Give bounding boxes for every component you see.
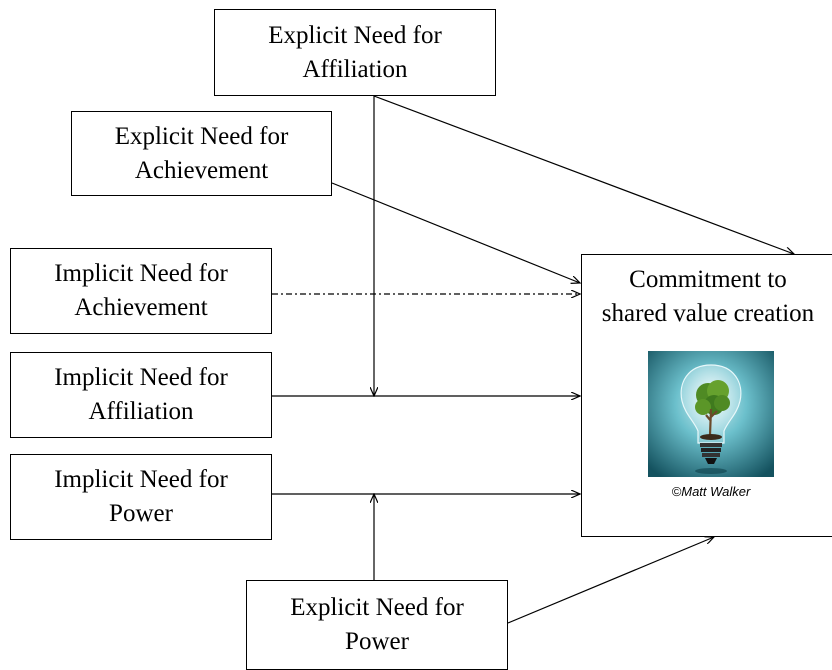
node-label-line: Implicit Need for <box>54 260 228 287</box>
lightbulb-with-tree-image <box>648 351 774 477</box>
node-label-line: Achievement <box>134 156 269 184</box>
node-label-line: Explicit Need for <box>290 594 464 621</box>
node-label-line: shared value creation <box>601 300 815 327</box>
node-label-line: Affiliation <box>88 398 194 425</box>
arrow-explicit-achievement-to-outcome <box>331 182 580 283</box>
node-implicit-need-affiliation: Implicit Need for Affiliation <box>10 352 272 438</box>
node-label-line: Achievement <box>74 294 208 321</box>
node-label-line: Explicit Need for <box>268 21 442 49</box>
node-implicit-need-power: Implicit Need for Power <box>10 454 272 540</box>
photo-credit: ©Matt Walker <box>671 484 751 499</box>
arrow-explicit-power-to-outcome <box>507 537 714 624</box>
outcome-title: Commitment to shared value creation <box>602 263 814 331</box>
arrow-explicit-affiliation-to-outcome <box>373 95 794 254</box>
node-label-line: Affiliation <box>302 55 408 83</box>
node-explicit-need-power: Explicit Need for Power <box>246 580 508 670</box>
node-explicit-need-affiliation: Explicit Need for Affiliation <box>214 9 496 96</box>
node-label-line: Power <box>345 628 409 655</box>
node-label-line: Power <box>109 500 173 527</box>
node-label-line: Implicit Need for <box>54 466 228 493</box>
node-explicit-need-achievement: Explicit Need for Achievement <box>71 111 332 196</box>
node-label-line: Explicit Need for <box>114 122 289 150</box>
node-implicit-need-achievement: Implicit Need for Achievement <box>10 248 272 334</box>
node-label-line: Implicit Need for <box>54 364 228 391</box>
node-label-line: Commitment to <box>629 266 787 293</box>
node-outcome-commitment: Commitment to shared value creation <box>581 254 832 537</box>
